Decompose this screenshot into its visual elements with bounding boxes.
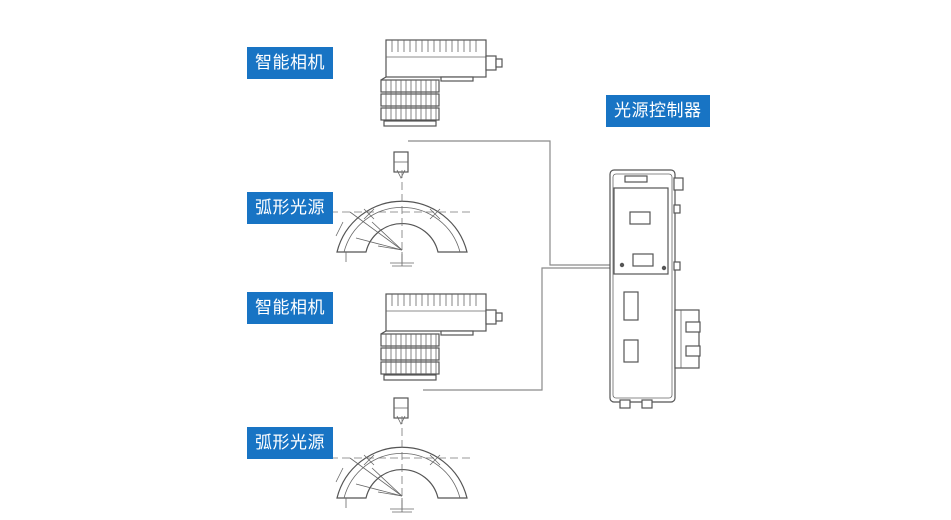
camera-label-2: 智能相机 bbox=[247, 292, 333, 324]
controller-label: 光源控制器 bbox=[606, 95, 710, 127]
arc-light-2 bbox=[329, 397, 471, 513]
light-controller bbox=[609, 169, 701, 409]
smart-camera-2 bbox=[380, 293, 503, 381]
arc-light-label-2: 弧形光源 bbox=[247, 427, 333, 459]
arc-light-label-1: 弧形光源 bbox=[247, 192, 333, 224]
wire-arc-light-1 bbox=[408, 140, 622, 266]
arc-light-1 bbox=[329, 151, 471, 267]
camera-label-1: 智能相机 bbox=[247, 47, 333, 79]
smart-camera-1 bbox=[380, 39, 503, 127]
wire-arc-light-2 bbox=[423, 267, 664, 391]
